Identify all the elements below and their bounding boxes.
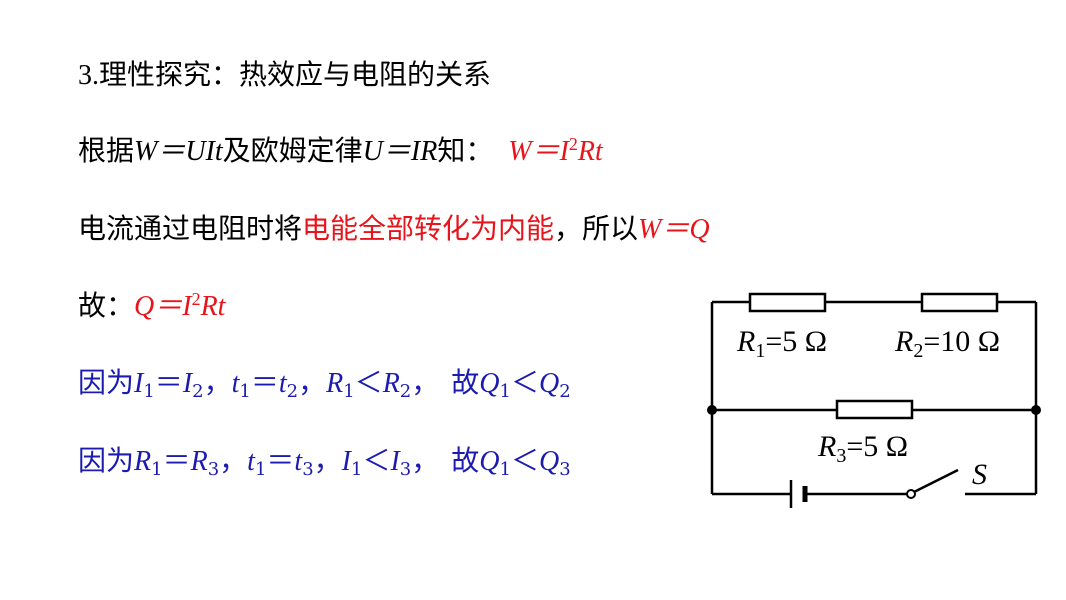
line3-prefix: 故： xyxy=(78,289,135,322)
derived-work-formula: W＝I2Rt xyxy=(508,134,603,167)
series-comparison: 因为I1＝I2，t1＝t2，R1＜R2，故Q1＜Q2 xyxy=(78,366,571,402)
line2-prefix: 电流通过电阻时将 xyxy=(78,212,303,245)
junction-right xyxy=(1031,405,1041,415)
line1-suffix: 知： xyxy=(437,134,494,167)
energy-conversion-statement: 电流通过电阻时将电能全部转化为内能，所以W＝Q xyxy=(78,212,710,247)
switch-label: S xyxy=(972,458,987,491)
r1-label: R1=5 Ω xyxy=(736,325,827,362)
ohm-formula: U＝IR xyxy=(362,136,438,167)
work-formula: W＝UIt xyxy=(134,136,223,167)
resistor-r2 xyxy=(920,292,999,313)
circuit-diagram: R1=5 Ω R2=10 Ω R3=5 Ω S xyxy=(707,292,1041,508)
junction-left xyxy=(707,405,717,415)
line1-prefix: 根据 xyxy=(78,134,135,167)
heading-number: 3. xyxy=(78,60,99,91)
joule-law-formula: Q＝I2Rt xyxy=(134,289,226,322)
work-equals-heat: W＝Q xyxy=(638,214,710,245)
switch-pivot xyxy=(906,489,916,499)
line1-mid: 及欧姆定律 xyxy=(222,134,363,167)
resistor-r3 xyxy=(835,399,914,420)
r3-label: R3=5 Ω xyxy=(817,430,908,467)
current-comparison: 因为R1＝R3，t1＝t3，I1＜I3，故Q1＜Q3 xyxy=(78,444,571,480)
resistor-r1 xyxy=(748,292,827,313)
r2-label: R2=10 Ω xyxy=(894,325,1000,362)
heading-text: 理性探究：热效应与电阻的关系 xyxy=(99,58,492,91)
line2-mid: ，所以 xyxy=(554,212,639,245)
ohm-law-derivation: 根据W＝UIt及欧姆定律U＝IR知： W＝I2Rt xyxy=(78,134,603,169)
energy-conversion-highlight: 电能全部转化为内能 xyxy=(302,212,555,245)
joule-law-conclusion: 故：Q＝I2Rt xyxy=(78,289,225,324)
page-title: 3.理性探究：热效应与电阻的关系 xyxy=(78,58,491,93)
